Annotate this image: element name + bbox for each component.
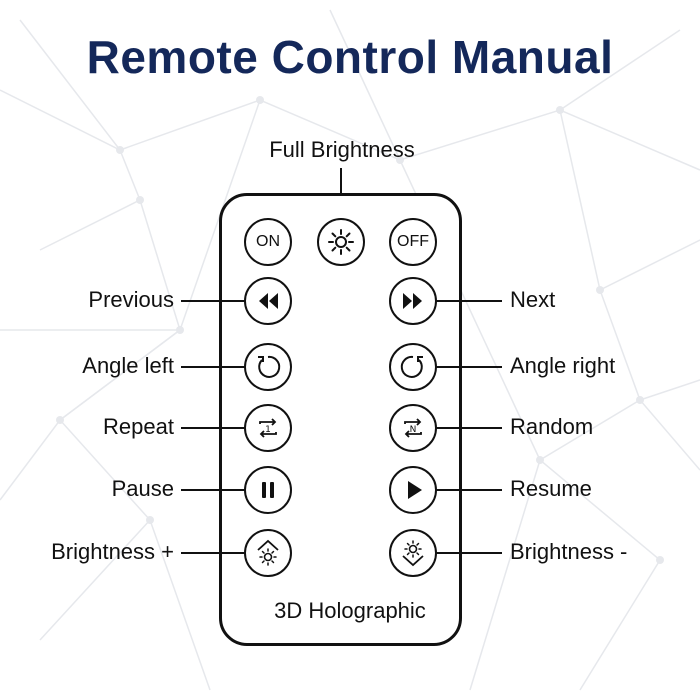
resume-button[interactable]	[389, 466, 437, 514]
sun-icon	[328, 229, 354, 255]
brightness-up-icon	[257, 539, 279, 566]
angle-left-button[interactable]	[244, 343, 292, 391]
play-icon	[408, 481, 422, 499]
off-button-label: OFF	[397, 233, 429, 250]
callout-line-random	[436, 427, 502, 429]
previous-button[interactable]	[244, 277, 292, 325]
callout-line-next	[436, 300, 502, 302]
fast-forward-icon	[403, 293, 422, 309]
shuffle-icon: N	[404, 418, 422, 438]
repeat-one-glyph: 1	[265, 425, 271, 435]
repeat-button[interactable]: 1	[244, 404, 292, 452]
on-button-label: ON	[256, 233, 280, 250]
callout-line-previous	[181, 300, 245, 302]
callout-line-angle-right	[436, 366, 502, 368]
callout-line-repeat	[181, 427, 245, 429]
repeat-one-icon: 1	[259, 418, 277, 438]
next-button[interactable]	[389, 277, 437, 325]
random-button[interactable]: N	[389, 404, 437, 452]
label-random: Random	[510, 414, 594, 439]
callout-line-angle-left	[181, 366, 245, 368]
label-resume: Resume	[510, 476, 592, 501]
pause-icon	[262, 482, 274, 498]
label-full-brightness: Full Brightness	[269, 137, 415, 162]
label-brightness-minus: Brightness -	[510, 539, 628, 564]
label-pause: Pause	[111, 476, 174, 501]
on-button[interactable]: ON	[244, 218, 292, 266]
label-brightness-plus: Brightness +	[51, 539, 174, 564]
full-brightness-button[interactable]	[317, 218, 365, 266]
label-repeat: Repeat	[103, 414, 174, 439]
rotate-left-icon	[258, 355, 281, 378]
callout-line-brightness-minus	[436, 552, 502, 554]
angle-right-button[interactable]	[389, 343, 437, 391]
rotate-right-icon	[400, 355, 423, 378]
label-angle-left: Angle left	[82, 353, 174, 378]
pause-button[interactable]	[244, 466, 292, 514]
callout-line-brightness-plus	[181, 552, 245, 554]
label-previous: Previous	[88, 287, 174, 312]
page-title: Remote Control Manual	[86, 31, 614, 83]
label-next: Next	[510, 287, 556, 312]
off-button[interactable]: OFF	[389, 218, 437, 266]
label-angle-right: Angle right	[510, 353, 616, 378]
callout-line-full-brightness	[340, 168, 342, 216]
brightness-down-icon	[402, 540, 424, 567]
callout-line-resume	[436, 489, 502, 491]
remote-brand-label: 3D Holographic	[274, 598, 426, 623]
brightness-down-button[interactable]	[389, 529, 437, 577]
rewind-icon	[259, 293, 278, 309]
random-n-glyph: N	[410, 425, 417, 435]
callout-line-pause	[181, 489, 245, 491]
brightness-up-button[interactable]	[244, 529, 292, 577]
